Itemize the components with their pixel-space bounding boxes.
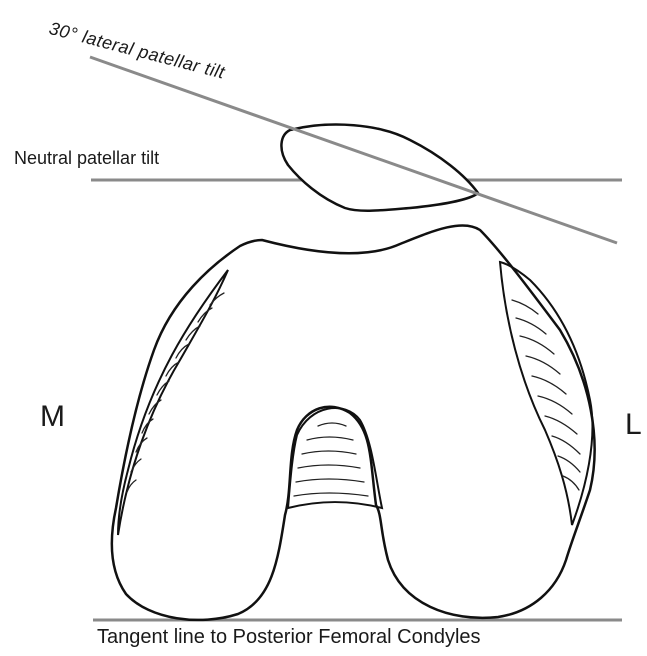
femur-outline — [112, 225, 595, 620]
lateral-side-label: L — [625, 408, 642, 442]
medial-side-label: M — [40, 400, 65, 434]
tangent-line-label: Tangent line to Posterior Femoral Condyl… — [97, 626, 481, 649]
neutral-tilt-label: Neutral patellar tilt — [14, 148, 159, 169]
lateral-tilt-line — [90, 57, 617, 243]
patella-outline — [281, 125, 478, 211]
trochlear-notch-hatching — [294, 423, 368, 496]
